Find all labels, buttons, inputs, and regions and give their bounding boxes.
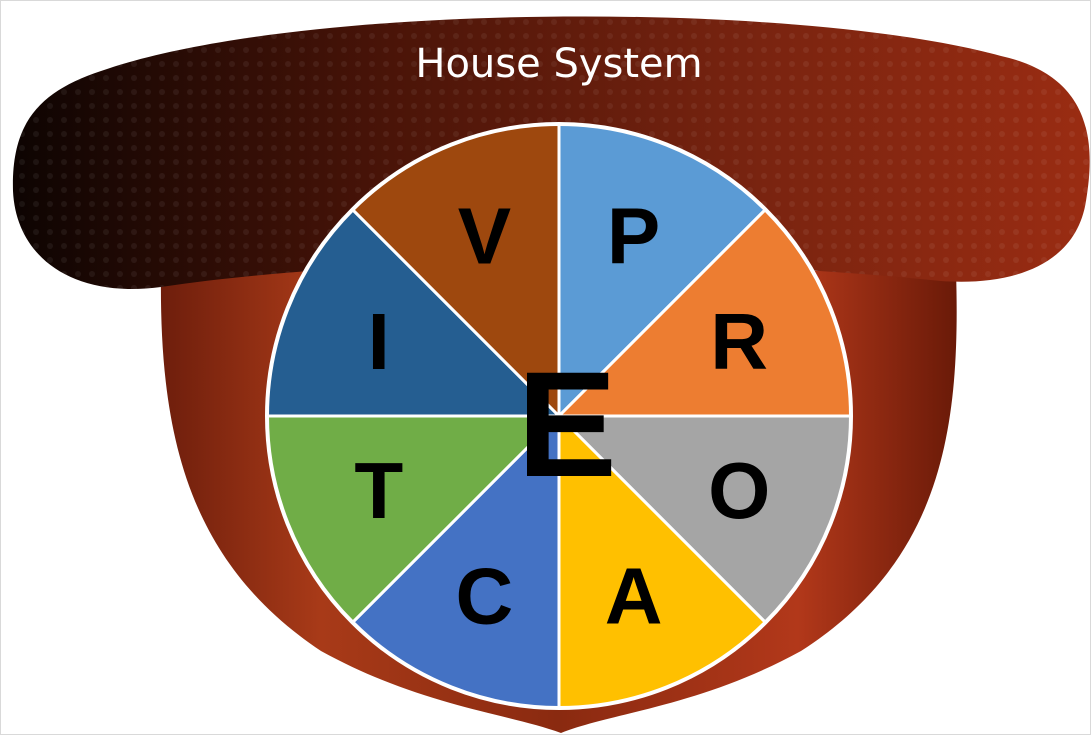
segment-letter-c: C (456, 552, 514, 641)
segment-letter-a: A (605, 552, 663, 641)
segment-letter-o: O (708, 446, 770, 535)
segment-letter-i: I (368, 297, 390, 386)
house-system-title: House System (415, 41, 702, 87)
wheel-outline (265, 122, 853, 710)
segment-letter-r: R (710, 297, 768, 386)
segment-letter-t: T (354, 446, 403, 535)
segment-letter-v: V (458, 191, 511, 280)
segment-letter-p: P (607, 191, 660, 280)
center-letter: E (517, 340, 617, 508)
